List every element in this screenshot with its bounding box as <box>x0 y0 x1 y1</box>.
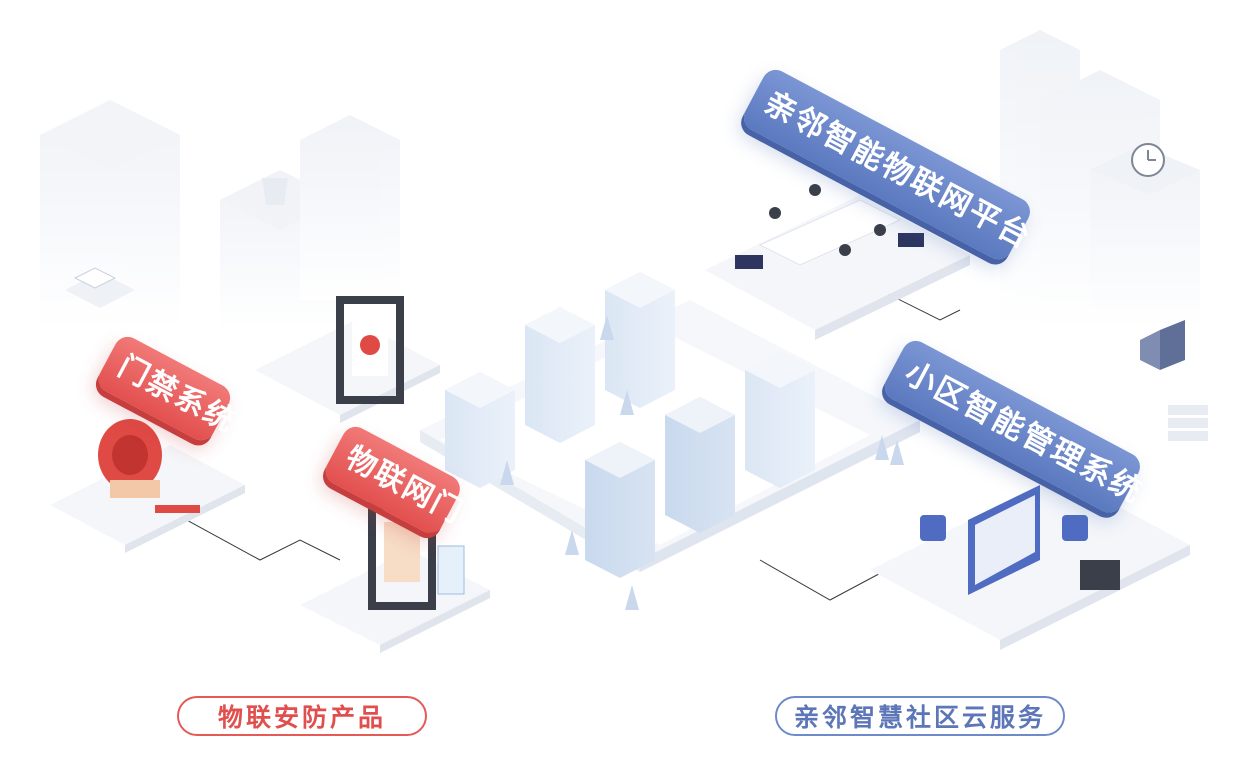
server-rack-shape <box>1168 405 1208 441</box>
face-gate-device <box>368 502 465 610</box>
pill-community-cloud-service-text: 亲邻智慧社区云服务 <box>793 703 1046 732</box>
office-desks <box>735 184 924 269</box>
background-towers-right <box>1000 30 1200 330</box>
platform-iot-platform <box>705 195 970 340</box>
access-control-device <box>98 419 200 513</box>
shopping-bag-shape <box>1140 320 1185 370</box>
central-buildings <box>445 272 904 610</box>
pill-iot-security-products: 物联安防产品 <box>177 696 427 736</box>
management-screens <box>920 485 1120 595</box>
clock-icon-shape <box>1131 143 1165 177</box>
phone-device <box>73 267 117 289</box>
pill-iot-security-products-text: 物联安防产品 <box>217 703 386 732</box>
qr-gate-device <box>336 296 404 404</box>
platform-qr-gate <box>255 320 440 423</box>
pill-community-cloud-service: 亲邻智慧社区云服务 <box>775 696 1065 736</box>
cup-icon-shape <box>262 178 288 205</box>
